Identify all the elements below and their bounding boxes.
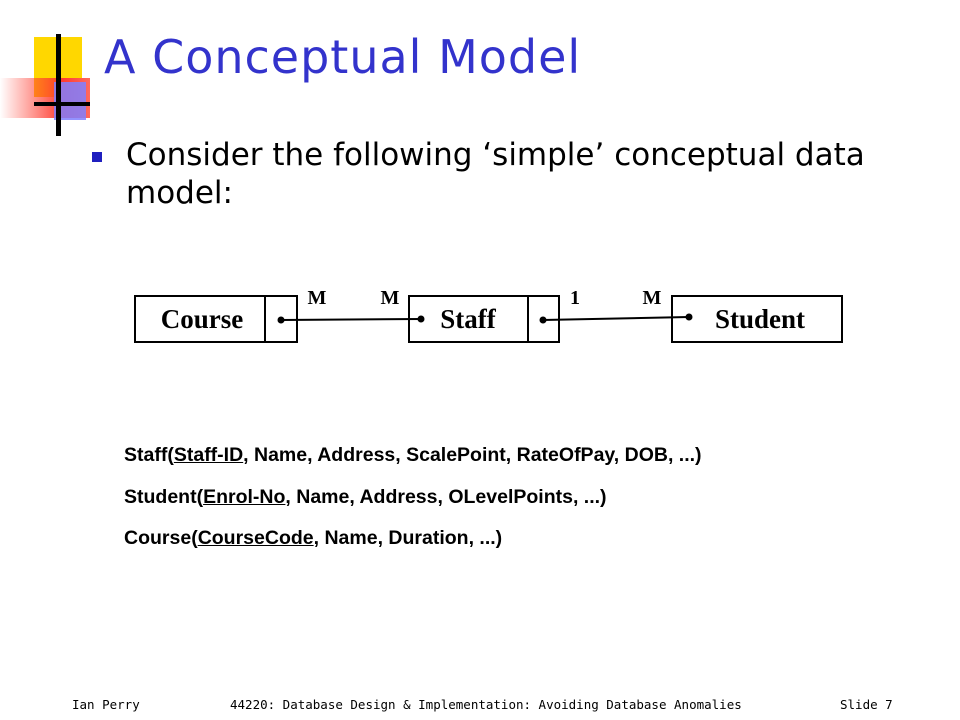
decor-horizontal-line	[34, 102, 90, 106]
entity-student-label: Student	[715, 304, 805, 334]
footer-author: Ian Perry	[72, 697, 140, 712]
bullet-text: Consider the following ‘simple’ conceptu…	[126, 137, 865, 211]
relationship-staff-student-dot-left	[539, 316, 547, 324]
primary-key: Enrol-No	[203, 486, 286, 508]
cardinality-staff-side-2: 1	[570, 287, 580, 309]
bullet-square-icon	[92, 152, 102, 162]
slide-title: A Conceptual Model	[104, 30, 582, 84]
relationship-course-staff-dot-right	[417, 315, 425, 323]
relation-student: Student(Enrol-No, Name, Address, OLevelP…	[124, 486, 607, 508]
entity-staff: Staff	[408, 295, 560, 343]
relationship-course-staff-line	[280, 318, 422, 321]
entity-course: Course	[134, 295, 298, 343]
primary-key: Staff-ID	[173, 444, 244, 466]
entity-staff-label: Staff	[440, 304, 496, 334]
footer-slide-number: Slide 7	[840, 697, 893, 712]
cardinality-staff-side-1: M	[381, 287, 400, 309]
primary-key: CourseCode	[197, 527, 314, 549]
relation-staff: Staff(Staff-ID, Name, Address, ScalePoin…	[124, 444, 702, 466]
relationship-staff-student-dot-right	[685, 313, 693, 321]
relationship-staff-student-line	[542, 316, 690, 321]
decor-vertical-line	[56, 34, 61, 136]
cardinality-course-side: M	[308, 287, 327, 309]
entity-student: Student	[671, 295, 843, 343]
entity-course-label: Course	[161, 304, 244, 334]
footer-course: 44220: Database Design & Implementation:…	[230, 697, 742, 712]
relationship-course-staff-dot-left	[277, 316, 285, 324]
cardinality-student-side: M	[643, 287, 662, 309]
relation-course: Course(CourseCode, Name, Duration, ...)	[124, 527, 503, 549]
